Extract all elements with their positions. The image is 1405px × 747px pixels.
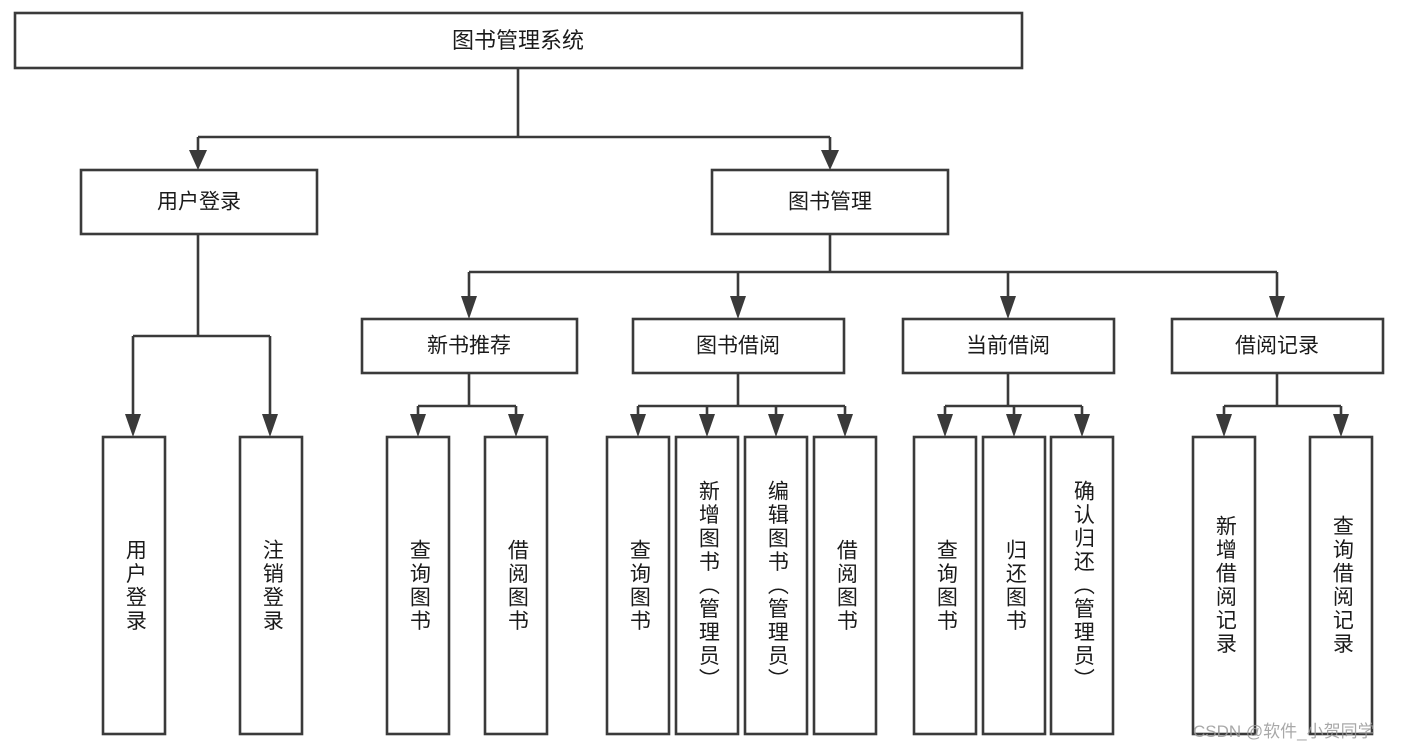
arrow-to-leaf-query-book-b (630, 414, 646, 437)
arrow-to-leaf-query-record (1333, 414, 1349, 437)
arrow-to-leaf-confirm-return (1074, 414, 1090, 437)
leaf-box-user-login[interactable] (101, 435, 167, 736)
node-borrow-record-label: 借阅记录 (1235, 335, 1319, 358)
leaf-box-logout[interactable] (238, 435, 304, 736)
arrow-to-leaf-borrow-book-a (508, 414, 524, 437)
arrow-to-user-login (189, 150, 207, 170)
arrow-to-leaf-return-book (1006, 414, 1022, 437)
leaf-box-borrow-book-nbr[interactable] (483, 435, 549, 736)
node-borrow-record[interactable] (1170, 317, 1385, 375)
arrow-to-leaf-borrow-book-b (837, 414, 853, 437)
node-root-system-label: 图书管理系统 (452, 28, 584, 53)
leaf-box-borrow-book-tsjy[interactable] (812, 435, 878, 736)
arrow-to-current-borrow (1000, 296, 1016, 319)
leaf-box-query-book-tsjy[interactable] (605, 435, 671, 736)
arrow-to-leaf-logout (262, 414, 278, 437)
leaf-box-confirm-return-admin[interactable] (1049, 435, 1115, 736)
arrow-to-leaf-add-book (699, 414, 715, 437)
node-new-book-recommend-label: 新书推荐 (427, 335, 511, 358)
leaf-box-return-book[interactable] (981, 435, 1047, 736)
arrow-to-leaf-edit-book (768, 414, 784, 437)
node-book-management[interactable] (710, 168, 950, 236)
node-user-login[interactable] (79, 168, 319, 236)
arrow-to-new-book-rec (461, 296, 477, 319)
leaf-box-edit-book-admin[interactable] (743, 435, 809, 736)
connector-group (125, 68, 1349, 437)
node-book-management-label: 图书管理 (788, 191, 872, 214)
node-current-borrow[interactable] (901, 317, 1116, 375)
node-current-borrow-label: 当前借阅 (966, 335, 1050, 358)
node-book-borrow[interactable] (631, 317, 846, 375)
node-book-borrow-label: 图书借阅 (696, 335, 780, 358)
leaf-box-query-borrow-record[interactable] (1308, 435, 1374, 736)
node-root-system[interactable] (13, 11, 1024, 70)
arrow-to-leaf-add-record (1216, 414, 1232, 437)
arrow-to-book-borrow (730, 296, 746, 319)
leaf-box-query-book-nbr[interactable] (385, 435, 451, 736)
leaf-box-add-book-admin[interactable] (674, 435, 740, 736)
arrow-to-book-mgmt (821, 150, 839, 170)
arrow-to-leaf-user-login (125, 414, 141, 437)
csdn-watermark: CSDN @软件_小贺同学 (1193, 722, 1375, 741)
arrow-to-leaf-query-book-a (410, 414, 426, 437)
leaf-box-query-book-dqjy[interactable] (912, 435, 978, 736)
arrow-to-leaf-query-book-c (937, 414, 953, 437)
node-user-login-label: 用户登录 (157, 191, 241, 214)
arrow-to-borrow-record (1269, 296, 1285, 319)
node-group: 图书管理系统 用户登录 图书管理 新书推荐 图书借阅 当前借阅 借阅记录 (13, 11, 1385, 736)
leaf-box-add-borrow-record[interactable] (1191, 435, 1257, 736)
node-new-book-recommend[interactable] (360, 317, 579, 375)
